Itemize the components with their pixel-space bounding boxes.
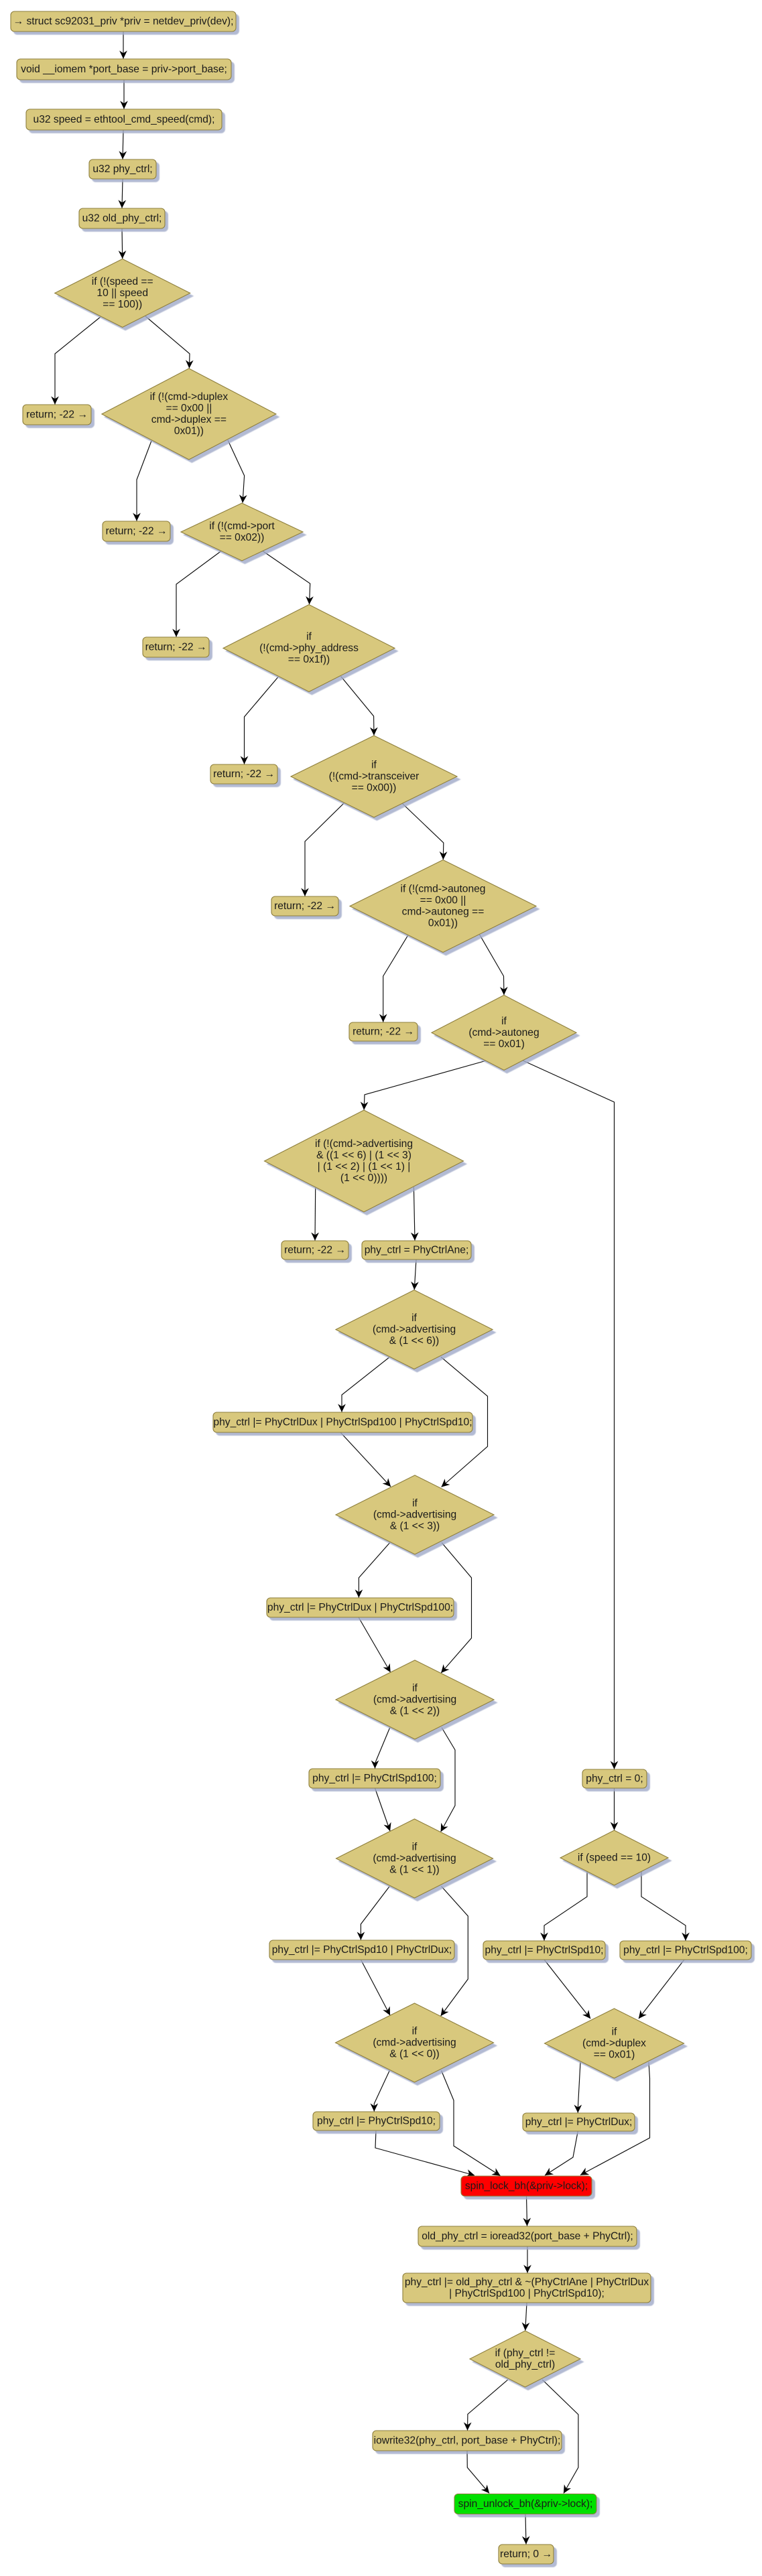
svg-text:u32 phy_ctrl;: u32 phy_ctrl; (92, 163, 152, 175)
svg-text:phy_ctrl |= PhyCtrlSpd100;: phy_ctrl |= PhyCtrlSpd100; (312, 1773, 437, 1784)
svg-text:phy_ctrl |= PhyCtrlDux;: phy_ctrl |= PhyCtrlDux; (525, 2116, 633, 2128)
svg-text:== 100)): == 100)) (103, 299, 142, 310)
svg-text:(!(cmd->phy_address: (!(cmd->phy_address (259, 642, 359, 654)
svg-text:spin_lock_bh(&priv->lock);: spin_lock_bh(&priv->lock); (465, 2181, 588, 2192)
svg-text:10 || speed: 10 || speed (97, 287, 148, 299)
svg-text:cmd->autoneg ==: cmd->autoneg == (402, 906, 485, 918)
svg-text:== 0x00 ||: == 0x00 || (166, 403, 212, 414)
svg-text:return; -22 →: return; -22 → (145, 642, 207, 653)
svg-text:0x01)): 0x01)) (174, 425, 204, 437)
svg-text:return; 0 →: return; 0 → (500, 2549, 552, 2560)
svg-text:if (!(cmd->autoneg: if (!(cmd->autoneg (401, 884, 486, 895)
svg-text:| PhyCtrlSpd100 | PhyCtrlSpd10: | PhyCtrlSpd100 | PhyCtrlSpd10); (449, 2288, 605, 2299)
svg-text:== 0x00 ||: == 0x00 || (420, 895, 466, 906)
svg-text:if: if (306, 631, 312, 642)
svg-text:& (1 << 6)): & (1 << 6)) (389, 1335, 440, 1347)
svg-text:& (1 << 3)): & (1 << 3)) (390, 1521, 440, 1532)
svg-text:if (!(speed ==: if (!(speed == (92, 276, 153, 287)
svg-text:phy_ctrl = PhyCtrlAne;: phy_ctrl = PhyCtrlAne; (365, 1245, 469, 1256)
svg-text:cmd->duplex ==: cmd->duplex == (151, 414, 227, 425)
svg-text:if (!(cmd->duplex: if (!(cmd->duplex (150, 391, 229, 403)
svg-text:if (!(cmd->port: if (!(cmd->port (209, 521, 275, 532)
svg-text:return; -22 →: return; -22 → (284, 1245, 346, 1256)
svg-text:u32 speed = ethtool_cmd_speed(: u32 speed = ethtool_cmd_speed(cmd); (34, 114, 215, 125)
svg-text:(cmd->advertising: (cmd->advertising (373, 1509, 456, 1521)
svg-text:phy_ctrl |= PhyCtrlSpd10 | Phy: phy_ctrl |= PhyCtrlSpd10 | PhyCtrlDux; (272, 1944, 452, 1956)
svg-text:old_phy_ctrl = ioread32(port_b: old_phy_ctrl = ioread32(port_base + PhyC… (422, 2231, 633, 2242)
svg-text:if (!(cmd->advertising: if (!(cmd->advertising (315, 1138, 413, 1150)
svg-text:== 0x1f)): == 0x1f)) (288, 654, 330, 665)
svg-text:& (1 << 2)): & (1 << 2)) (390, 1706, 440, 1717)
svg-text:return; -22 →: return; -22 → (353, 1026, 414, 1038)
svg-text:(cmd->duplex: (cmd->duplex (582, 2038, 646, 2049)
svg-text:(1 << 0)))): (1 << 0)))) (340, 1172, 387, 1184)
svg-text:if: if (412, 1683, 418, 1694)
svg-text:== 0x00)): == 0x00)) (352, 783, 397, 794)
svg-text:== 0x02)): == 0x02)) (220, 532, 265, 543)
svg-text:return; -22 →: return; -22 → (106, 526, 168, 537)
svg-text:(cmd->advertising: (cmd->advertising (373, 1694, 456, 1706)
svg-text:if: if (411, 1312, 417, 1324)
svg-text:& (1 << 1)): & (1 << 1)) (389, 1865, 440, 1876)
svg-text:iowrite32(phy_ctrl, port_base: iowrite32(phy_ctrl, port_base + PhyCtrl)… (374, 2435, 561, 2447)
svg-text:if: if (612, 2027, 617, 2038)
svg-text:(cmd->advertising: (cmd->advertising (373, 1324, 456, 1335)
svg-text:if: if (501, 1016, 507, 1027)
svg-text:return; -22 →: return; -22 → (213, 768, 275, 780)
svg-text:if: if (371, 760, 377, 771)
svg-text:| (1 << 2) | (1 << 1) |: | (1 << 2) | (1 << 1) | (318, 1161, 411, 1172)
svg-text:void __iomem *port_base = priv: void __iomem *port_base = priv->port_bas… (21, 64, 227, 75)
svg-text:old_phy_ctrl): old_phy_ctrl) (495, 2359, 555, 2370)
svg-text:if (phy_ctrl !=: if (phy_ctrl != (495, 2348, 556, 2359)
svg-text:phy_ctrl |= PhyCtrlDux | PhyCt: phy_ctrl |= PhyCtrlDux | PhyCtrlSpd100 |… (213, 1417, 472, 1428)
svg-text:return; -22 →: return; -22 → (26, 409, 88, 421)
svg-text:if: if (412, 1842, 418, 1853)
svg-text:== 0x01): == 0x01) (594, 2049, 635, 2061)
svg-text:if (speed == 10): if (speed == 10) (578, 1852, 651, 1864)
svg-text:(!(cmd->transceiver: (!(cmd->transceiver (329, 771, 420, 783)
svg-text:& ((1 << 6) | (1 << 3): & ((1 << 6) | (1 << 3) (316, 1150, 411, 1161)
svg-text:(cmd->advertising: (cmd->advertising (373, 2037, 456, 2049)
svg-text:phy_ctrl |= old_phy_ctrl & ~(P: phy_ctrl |= old_phy_ctrl & ~(PhyCtrlAne … (405, 2277, 649, 2288)
svg-text:phy_ctrl |= PhyCtrlSpd100;: phy_ctrl |= PhyCtrlSpd100; (623, 1945, 748, 1956)
svg-text:if: if (412, 2026, 418, 2037)
svg-text:phy_ctrl |= PhyCtrlSpd10;: phy_ctrl |= PhyCtrlSpd10; (317, 2116, 436, 2127)
svg-text:return; -22 →: return; -22 → (274, 900, 336, 912)
svg-text:if: if (412, 1498, 418, 1509)
svg-text:(cmd->autoneg: (cmd->autoneg (468, 1027, 539, 1038)
svg-text:== 0x01): == 0x01) (483, 1038, 525, 1050)
svg-text:phy_ctrl |= PhyCtrlDux | PhyCt: phy_ctrl |= PhyCtrlDux | PhyCtrlSpd100; (267, 1602, 453, 1613)
svg-text:phy_ctrl |= PhyCtrlSpd10;: phy_ctrl |= PhyCtrlSpd10; (485, 1945, 604, 1956)
svg-text:u32 old_phy_ctrl;: u32 old_phy_ctrl; (82, 213, 162, 224)
svg-text:& (1 << 0)): & (1 << 0)) (389, 2049, 440, 2060)
svg-text:spin_unlock_bh(&priv->lock);: spin_unlock_bh(&priv->lock); (458, 2498, 593, 2510)
svg-text:(cmd->advertising: (cmd->advertising (373, 1853, 456, 1865)
svg-text:0x01)): 0x01)) (428, 918, 458, 929)
svg-text:→ struct sc92031_priv *priv =: → struct sc92031_priv *priv = netdev_pri… (13, 16, 234, 27)
svg-text:phy_ctrl = 0;: phy_ctrl = 0; (586, 1773, 643, 1785)
